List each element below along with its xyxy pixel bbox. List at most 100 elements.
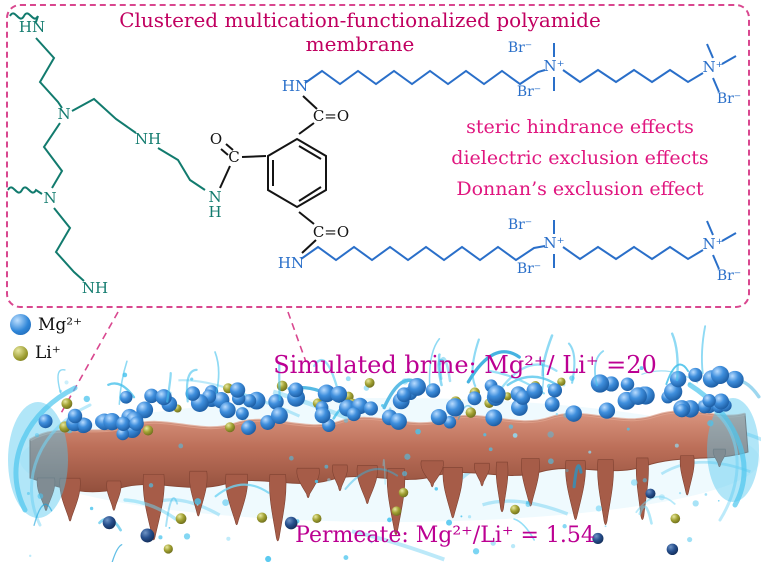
br-minus-label: Br⁻: [508, 217, 532, 233]
methyl-bond: [712, 254, 720, 270]
water-droplet: [89, 506, 94, 511]
water-stroke: [118, 360, 128, 405]
n-plus-label: N⁺: [543, 234, 564, 252]
mg-ion: [620, 377, 635, 391]
mg-ion: [235, 407, 249, 421]
water-droplet: [327, 478, 331, 482]
membrane-finger: [269, 474, 287, 542]
polymer-squiggle-left: [7, 186, 43, 195]
water-stroke: [670, 332, 679, 382]
water-stroke: [214, 483, 270, 498]
permeate-li-ion: [175, 513, 187, 525]
carbonyl-label: C=O: [313, 107, 349, 125]
water-droplet: [642, 478, 647, 483]
water-droplet: [548, 458, 554, 465]
water-droplet: [472, 548, 480, 555]
mg-ion: [688, 367, 703, 383]
permeate-li-ion: [510, 504, 520, 515]
permeate-li-ion: [312, 513, 322, 524]
water-stroke: [506, 375, 560, 388]
benzene-ring: [267, 137, 327, 209]
water-droplet: [488, 447, 493, 452]
mg-ion: [268, 394, 284, 410]
water-stroke: [344, 468, 399, 490]
amine-chain: [53, 207, 85, 282]
splash-blob: [8, 402, 68, 518]
n-label: N: [43, 189, 56, 207]
permeate-li-ion: [391, 506, 402, 516]
water-stroke: [513, 518, 535, 541]
alkyl-chain: [304, 69, 546, 86]
water-stroke: [214, 351, 220, 394]
water-droplet: [595, 505, 602, 512]
water-droplet: [265, 555, 272, 562]
nh-label: NH: [82, 279, 108, 297]
alkyl-chain: [300, 245, 546, 262]
effect-steric-hindrance: steric hindrance effects: [466, 116, 694, 138]
mg-ion: [565, 405, 582, 422]
water-stroke: [33, 503, 53, 527]
water-droplet: [467, 515, 472, 519]
spray-top-layer: [57, 325, 707, 405]
br-minus-label: Br⁻: [517, 84, 541, 100]
water-stroke: [437, 358, 445, 387]
brine-ratio-label: Simulated brine: Mg²⁺/ Li⁺ =20: [273, 351, 657, 379]
water-stroke: [312, 359, 338, 387]
permeate-ion-layer: [102, 487, 681, 556]
water-droplet: [314, 479, 319, 484]
quaternary-ammonium-chain-top: [304, 43, 737, 93]
mg-ion: [144, 388, 159, 404]
permeate-mg-ion: [284, 516, 298, 530]
membrane-finger: [474, 462, 491, 487]
water-droplet: [639, 366, 644, 371]
hn-chain-label: HN: [278, 254, 304, 272]
water-droplet: [402, 471, 408, 477]
membrane-scene: [8, 311, 761, 562]
benzene-tricarboxamide-core: [219, 95, 327, 254]
li-ion: [364, 377, 375, 388]
mg-ion: [629, 387, 647, 405]
mg-ion: [288, 382, 304, 398]
water-droplet: [415, 428, 421, 435]
amide-bond: [298, 122, 315, 135]
alkyl-chain: [562, 245, 704, 261]
water-droplet: [687, 381, 691, 385]
carbonyl-double-bond: [225, 143, 234, 151]
oxygen-label: O: [210, 130, 222, 148]
water-stroke: [166, 371, 172, 403]
water-droplet: [83, 395, 90, 403]
methyl-bond: [706, 43, 714, 59]
mg-legend-label: Mg²⁺: [38, 314, 83, 335]
water-droplet: [434, 487, 439, 491]
carbon-label: C: [228, 148, 239, 166]
mg-ion: [67, 408, 83, 424]
water-droplet: [626, 427, 630, 431]
amide-h-label: H: [208, 203, 221, 221]
mg-ion: [396, 387, 412, 403]
mg-ion: [317, 384, 336, 403]
water-droplet: [525, 500, 530, 505]
mg-ion: [544, 396, 560, 412]
chemical-structure-svg: HN N NH N NH N H C=O C=O O C: [7, 12, 741, 297]
membrane-layer: [29, 410, 749, 542]
br-minus-label: Br⁻: [717, 91, 741, 107]
li-ion: [142, 425, 154, 436]
mg-ion: [445, 398, 465, 417]
mg-ion: [38, 414, 53, 429]
water-droplet: [64, 380, 69, 385]
water-droplet: [178, 443, 184, 449]
water-stroke: [165, 497, 179, 527]
splash-arc: [687, 382, 747, 508]
membrane-finger: [106, 480, 122, 511]
mg-ion: [675, 403, 689, 418]
water-droplet: [222, 499, 230, 507]
water-droplet: [510, 543, 516, 549]
methyl-bond: [721, 55, 737, 65]
permeate-ratio-label: Permeate: Mg²⁺/Li⁺ = 1.54: [295, 523, 595, 548]
mg-ion: [363, 401, 378, 416]
mg-ion: [467, 391, 482, 406]
water-droplet: [183, 533, 191, 540]
mg-ion: [726, 370, 744, 389]
mg-ion: [390, 413, 407, 430]
membrane-finger: [332, 464, 348, 492]
